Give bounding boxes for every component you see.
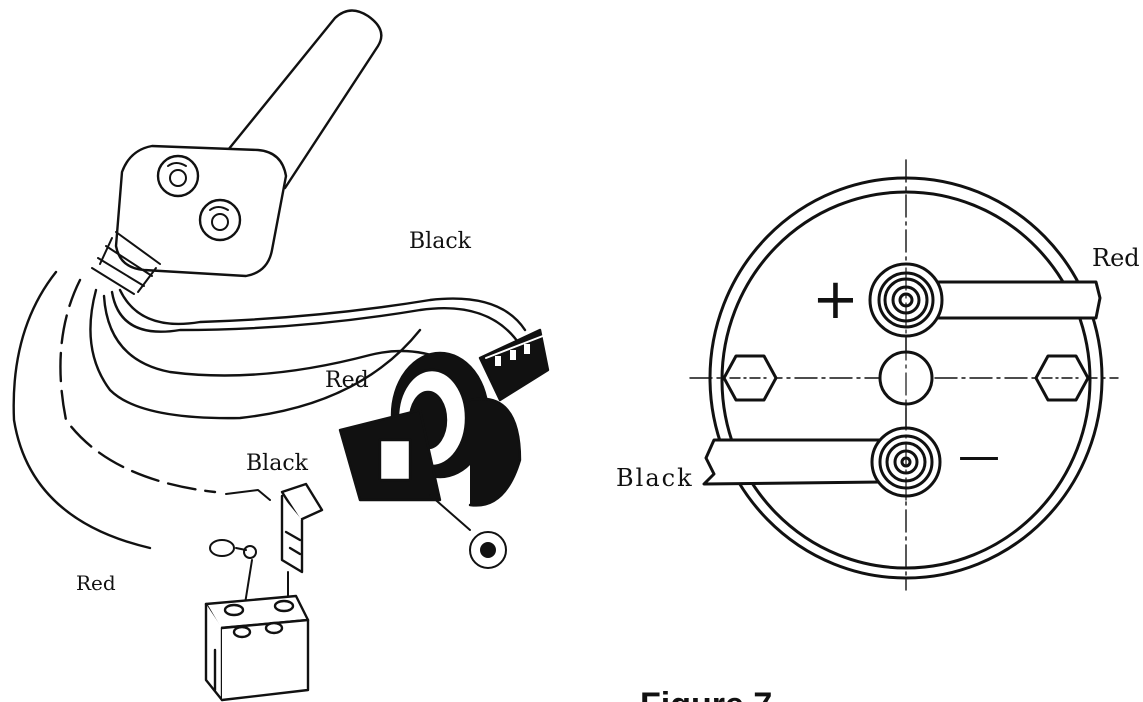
terminal-cover-diagram xyxy=(689,159,1119,591)
cable-wire-black-main xyxy=(59,278,217,494)
label-red: Red xyxy=(1092,244,1140,272)
cable-wire-black-top xyxy=(110,290,522,347)
left-hex-bolt xyxy=(722,354,778,402)
minus-symbol: — xyxy=(958,431,1000,480)
cable-wire-black-top-2 xyxy=(118,288,527,332)
winch-motor xyxy=(338,328,550,507)
label-black-lower: Black xyxy=(246,451,309,476)
terminal-clamp xyxy=(280,482,324,574)
label-black: Black xyxy=(616,464,694,492)
remote-handle xyxy=(226,9,383,190)
plus-symbol: + xyxy=(812,267,859,332)
red-cable-strap xyxy=(928,280,1102,320)
label-red-middle: Red xyxy=(325,368,369,393)
remote-control-wiring xyxy=(12,9,550,702)
black-cable-strap xyxy=(702,438,884,486)
terminal-cover-inner-ring xyxy=(720,190,1092,570)
cable-boot xyxy=(91,231,161,295)
figure-caption: Figure 7 xyxy=(640,686,772,702)
remote-button-top xyxy=(156,154,200,198)
label-red-bottom: Red xyxy=(76,571,116,595)
label-black-top: Black xyxy=(409,229,472,254)
terminal-cover-outer-ring xyxy=(708,176,1104,580)
winch-cable-hook xyxy=(429,494,507,569)
remote-button-bottom xyxy=(198,198,242,242)
cable-wire-red-mid xyxy=(102,294,447,377)
right-hex-bolt xyxy=(1034,354,1090,402)
cable-wire-red-main xyxy=(12,270,152,550)
battery xyxy=(204,594,310,702)
black-lead-to-clamp xyxy=(225,489,271,501)
cable-wire-loop xyxy=(89,288,422,420)
